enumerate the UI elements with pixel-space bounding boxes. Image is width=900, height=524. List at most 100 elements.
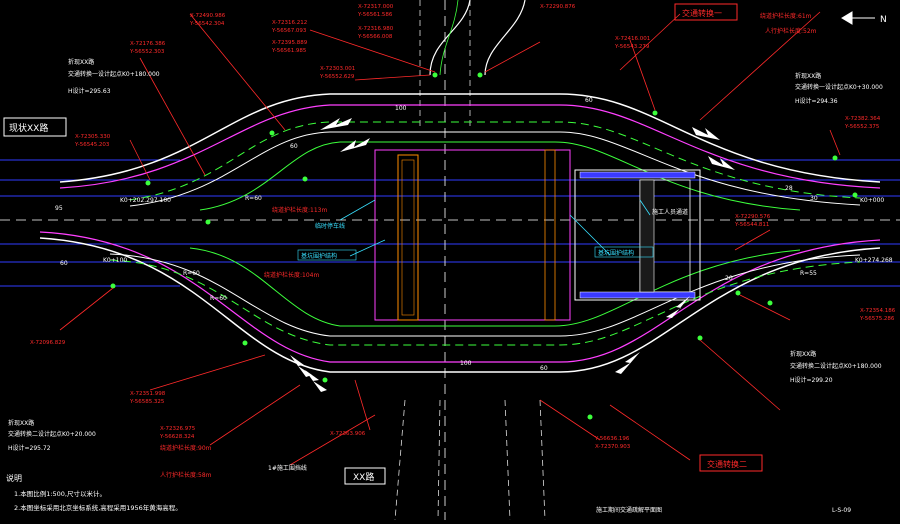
svg-text:60: 60 bbox=[585, 97, 593, 104]
coords-bottom: X-72351.998 Y-56585.325 X-72326.975 Y-56… bbox=[129, 391, 631, 450]
svg-text:R=60: R=60 bbox=[210, 295, 227, 302]
svg-text:100: 100 bbox=[460, 360, 472, 367]
svg-text:Y-56575.286: Y-56575.286 bbox=[859, 316, 895, 322]
svg-text:X-72303.001: X-72303.001 bbox=[320, 66, 355, 72]
coords-right: X-72416.001 Y-56543.279 X-72382.364 Y-56… bbox=[614, 36, 896, 322]
svg-text:X-72382.364: X-72382.364 bbox=[845, 116, 881, 122]
people-len-right: 人行护栏长度:52m bbox=[765, 27, 817, 35]
coords-top-center: Y-56561.586 X-72316.980 Y-56566.008 X-72… bbox=[319, 4, 576, 80]
temp-lane-2-label: 交通转换二 bbox=[707, 459, 747, 469]
svg-text:X-72305.330: X-72305.330 bbox=[75, 134, 111, 140]
svg-text:交通转换一设计起点K0+30.000: 交通转换一设计起点K0+30.000 bbox=[795, 83, 883, 91]
svg-text:Y-56561.586: Y-56561.586 bbox=[357, 12, 393, 18]
svg-text:H设计=295.63: H设计=295.63 bbox=[68, 87, 111, 95]
svg-text:H设计=294.36: H设计=294.36 bbox=[795, 97, 838, 105]
note-1: 1.本图比例1:500,尺寸以米计。 bbox=[14, 489, 106, 498]
top-ramps bbox=[429, 0, 526, 76]
svg-text:Y-56628.324: Y-56628.324 bbox=[159, 434, 195, 440]
coords-top: X-72490.986 Y-56542.304 X-72316.212 Y-56… bbox=[189, 4, 394, 54]
cross-road bbox=[394, 0, 546, 521]
work-zone bbox=[374, 149, 701, 321]
center-note-2: 基坑围护结构 bbox=[598, 249, 634, 257]
svg-text:Y-56552.375: Y-56552.375 bbox=[844, 124, 880, 130]
svg-text:Y-56544.811: Y-56544.811 bbox=[734, 222, 769, 228]
drawing-number: L-S-09 bbox=[832, 507, 851, 514]
detour-len-bottom: 绕道护栏长度:104m bbox=[264, 271, 319, 279]
annotation-top-right: 折现XX路 交通转换一设计起点K0+30.000 H设计=294.36 bbox=[795, 72, 883, 105]
svg-text:Y-56543.279: Y-56543.279 bbox=[614, 44, 650, 50]
stop-line-a: 临时停车线 bbox=[315, 222, 345, 230]
bottom-road-label: XX路 bbox=[353, 471, 374, 483]
svg-text:60: 60 bbox=[290, 143, 298, 150]
svg-text:折现XX路: 折现XX路 bbox=[795, 72, 821, 80]
svg-text:Y-56545.203: Y-56545.203 bbox=[74, 142, 110, 148]
svg-text:R=55: R=55 bbox=[800, 270, 817, 277]
svg-text:R=60: R=60 bbox=[183, 270, 200, 277]
svg-text:X-72096.829: X-72096.829 bbox=[30, 340, 66, 346]
detour-len-right: 绕道护栏长度:61m bbox=[760, 12, 812, 20]
svg-text:折现XX路: 折现XX路 bbox=[68, 58, 94, 66]
svg-text:Y-56585.325: Y-56585.325 bbox=[129, 399, 165, 405]
svg-text:X-72326.975: X-72326.975 bbox=[160, 426, 196, 432]
annotation-top-left: 折现XX路 交通转换一设计起点K0+180.000 H设计=295.63 bbox=[68, 58, 160, 95]
svg-text:Y-56636.196: Y-56636.196 bbox=[594, 436, 630, 442]
svg-text:H设计=299.20: H设计=299.20 bbox=[790, 376, 833, 384]
km-right-1: K0+000 bbox=[860, 197, 884, 204]
svg-text:X-72395.889: X-72395.889 bbox=[272, 40, 308, 46]
boxed-labels bbox=[3, 3, 763, 485]
note-2: 2.本图坐标采用北京坐标系统,高程采用1956年黄海高程。 bbox=[14, 503, 182, 512]
svg-text:Y-56552.629: Y-56552.629 bbox=[319, 74, 355, 80]
svg-text:X-72176.386: X-72176.386 bbox=[130, 41, 166, 47]
svg-text:X-72354.186: X-72354.186 bbox=[860, 308, 896, 314]
svg-text:20: 20 bbox=[725, 275, 733, 282]
leader-lines bbox=[59, 11, 841, 466]
svg-text:X-72316.980: X-72316.980 bbox=[358, 26, 394, 32]
upper-detour bbox=[59, 93, 881, 211]
svg-text:X-72290.576: X-72290.576 bbox=[735, 214, 771, 220]
svg-text:Y-56566.008: Y-56566.008 bbox=[357, 34, 393, 40]
existing-road-label: 现状XX路 bbox=[9, 122, 48, 134]
svg-text:X-72416.001: X-72416.001 bbox=[615, 36, 650, 42]
svg-text:折现XX路: 折现XX路 bbox=[790, 350, 816, 358]
notes-title: 说明 bbox=[6, 473, 22, 483]
svg-text:28: 28 bbox=[785, 185, 793, 192]
svg-text:30: 30 bbox=[810, 195, 818, 202]
svg-text:60: 60 bbox=[60, 260, 68, 267]
km-mid: K0+100 bbox=[103, 257, 127, 264]
right-note: 施工人员通道 bbox=[652, 208, 688, 216]
km-right-2: K0+274.268 bbox=[855, 257, 893, 264]
svg-text:100: 100 bbox=[395, 105, 407, 112]
coords-left: X-72176.386 Y-56552.303 X-72305.330 Y-56… bbox=[30, 41, 166, 346]
svg-text:X-72490.986: X-72490.986 bbox=[190, 13, 226, 19]
svg-text:60: 60 bbox=[540, 365, 548, 372]
svg-text:X-72370.903: X-72370.903 bbox=[595, 444, 631, 450]
survey-points bbox=[110, 72, 858, 420]
detour-len-btm-left: 绕道护栏长度:90m bbox=[160, 444, 212, 452]
temp-lane-1-label: 交通转换一 bbox=[682, 8, 722, 18]
north-label: N bbox=[880, 15, 887, 25]
svg-text:折现XX路: 折现XX路 bbox=[8, 419, 34, 427]
svg-text:X-72316.212: X-72316.212 bbox=[272, 20, 307, 26]
svg-text:X-72351.998: X-72351.998 bbox=[130, 391, 166, 397]
bottom-note: 1#施工围挡线 bbox=[268, 464, 307, 472]
svg-text:Y-56542.304: Y-56542.304 bbox=[189, 21, 225, 27]
people-len-btm-left: 人行护栏长度:58m bbox=[160, 471, 212, 479]
dimension-labels: 60 60 100 60 R=60 R=60 R=60 R=55 95 28 3… bbox=[55, 97, 818, 372]
svg-text:交通转换二设计起点K0+20.000: 交通转换二设计起点K0+20.000 bbox=[8, 430, 96, 438]
svg-text:R=60: R=60 bbox=[245, 195, 262, 202]
svg-text:Y-56561.985: Y-56561.985 bbox=[271, 48, 307, 54]
km-left: K0+202.297 100 bbox=[120, 197, 171, 204]
svg-text:X-72363.906: X-72363.906 bbox=[330, 431, 366, 437]
svg-text:95: 95 bbox=[55, 205, 63, 212]
north-arrow-icon bbox=[841, 11, 875, 25]
svg-text:X-72317.000: X-72317.000 bbox=[358, 4, 394, 10]
annotation-bottom-right: 折现XX路 交通转换二设计起点K0+180.000 H设计=299.20 bbox=[790, 350, 882, 384]
svg-text:H设计=295.72: H设计=295.72 bbox=[8, 444, 51, 452]
svg-text:Y-56552.303: Y-56552.303 bbox=[129, 49, 165, 55]
drawing-title: 施工期间交通疏解平面图 bbox=[596, 506, 662, 514]
center-note: 基坑围护结构 bbox=[301, 252, 337, 260]
annotation-bottom-left: 折现XX路 交通转换二设计起点K0+20.000 H设计=295.72 bbox=[8, 419, 96, 452]
lower-detour bbox=[39, 231, 881, 373]
